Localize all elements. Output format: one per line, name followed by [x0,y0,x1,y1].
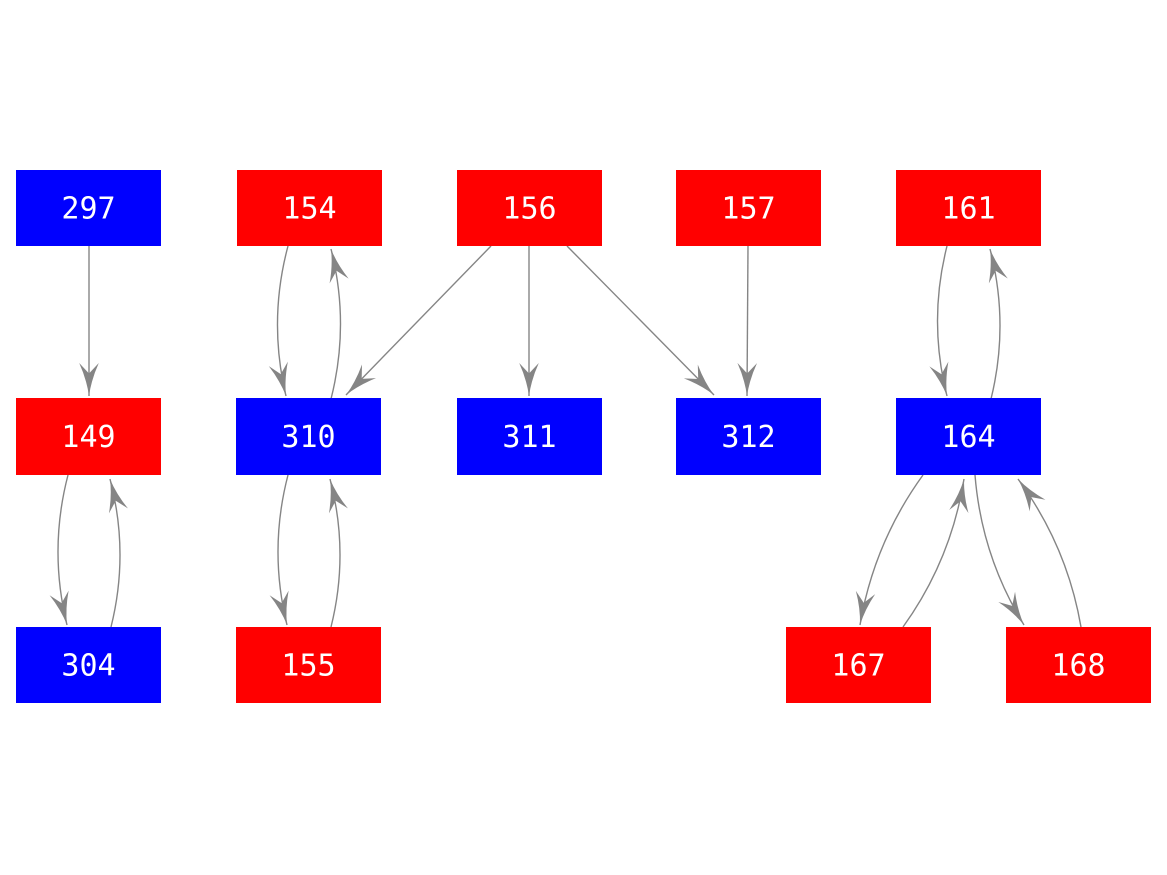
arrowhead-icon-156-310 [346,364,377,395]
arrowhead-icon-167-164 [949,479,969,514]
graph-node-311: 311 [457,398,602,475]
node-box [16,627,161,703]
node-label: 161 [941,192,995,227]
arrowhead-icon-168-164 [1018,479,1046,512]
node-label: 156 [502,192,556,227]
node-box [16,398,161,475]
node-box [457,398,602,475]
arrowhead-icon-297-149 [79,363,99,396]
graph-node-167: 167 [786,627,931,703]
graph-node-310: 310 [236,398,381,475]
arrowhead-icon-310-154 [329,249,349,284]
node-box [676,170,821,246]
node-label: 155 [281,649,335,684]
node-box [786,627,931,703]
graph-node-304: 304 [16,627,161,703]
edge-156-312 [566,245,715,396]
node-label: 154 [282,192,336,227]
graph-node-154: 154 [237,170,382,246]
node-label: 168 [1051,649,1105,684]
node-box [896,398,1041,475]
arrowhead-icon-156-312 [683,364,714,395]
node-label: 310 [281,420,335,455]
node-label: 312 [721,420,775,455]
arrowhead-icon-161-164 [929,361,949,396]
arrowhead-icon-157-312 [737,362,758,396]
node-label: 311 [502,420,556,455]
node-label: 304 [61,649,115,684]
node-box [236,398,381,475]
graph-node-155: 155 [236,627,381,703]
arrowhead-icon-310-155 [269,590,289,625]
graph-node-168: 168 [1006,627,1151,703]
graph-node-149: 149 [16,398,161,475]
graph-node-164: 164 [896,398,1041,475]
node-label: 167 [831,649,885,684]
arrowhead-icon-304-149 [108,479,128,514]
graph-node-297: 297 [16,170,161,246]
arrowhead-icon-164-168 [998,591,1024,625]
node-label: 164 [941,420,995,455]
node-box [1006,627,1151,703]
arrowhead-icon-149-304 [49,590,69,625]
node-label: 297 [61,192,115,227]
arrowhead-icon-164-167 [855,590,876,625]
edge-156-310 [345,245,492,396]
node-label: 157 [721,192,775,227]
node-box [237,170,382,246]
graph-node-161: 161 [896,170,1041,246]
arrowhead-icon-155-310 [328,479,348,514]
graph-node-157: 157 [676,170,821,246]
graph-node-156: 156 [457,170,602,246]
graph-node-312: 312 [676,398,821,475]
node-box [457,170,602,246]
node-box [896,170,1041,246]
node-box [236,627,381,703]
node-box [676,398,821,475]
node-label: 149 [61,420,115,455]
arrowhead-icon-164-161 [988,249,1008,284]
arrowhead-icon-156-311 [519,363,539,396]
arrowhead-icon-154-310 [268,361,288,396]
node-box [16,170,161,246]
